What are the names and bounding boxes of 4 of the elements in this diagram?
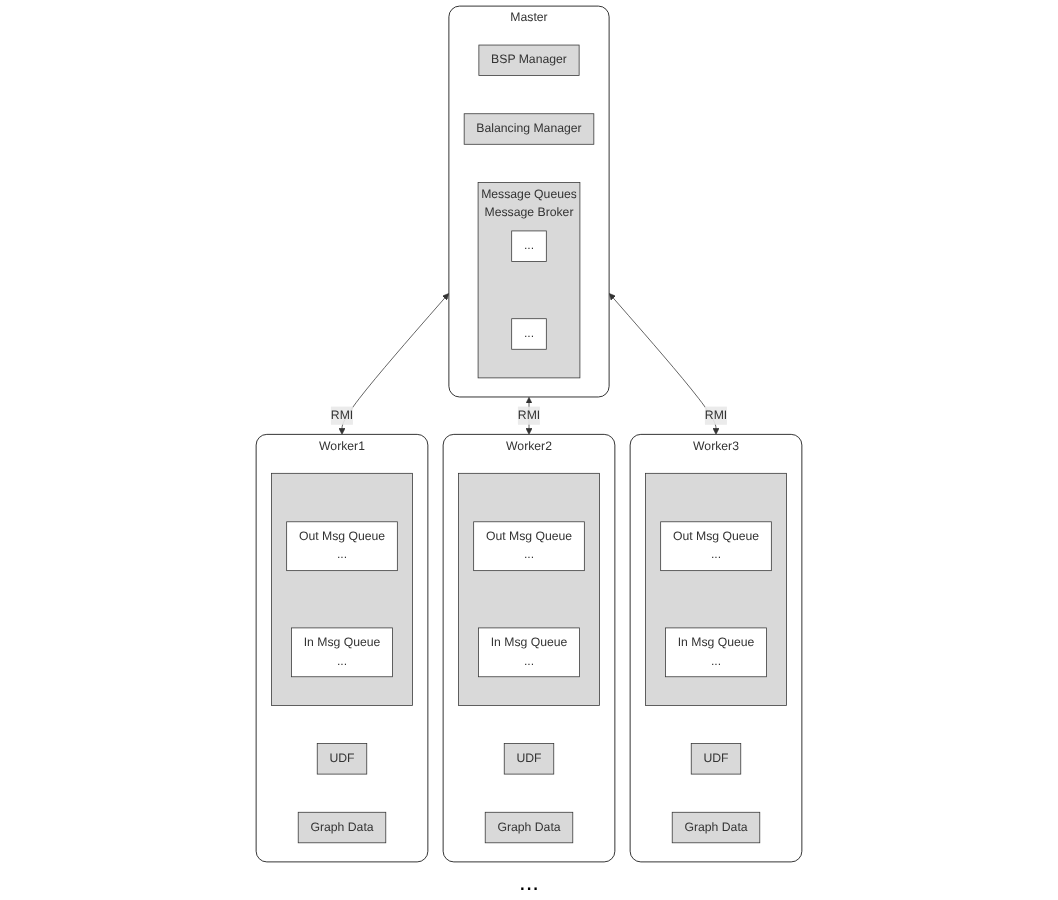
cluster	[645, 472, 787, 706]
ellipsis-note: ...	[518, 868, 539, 896]
cluster	[458, 472, 600, 706]
cluster	[271, 472, 413, 706]
